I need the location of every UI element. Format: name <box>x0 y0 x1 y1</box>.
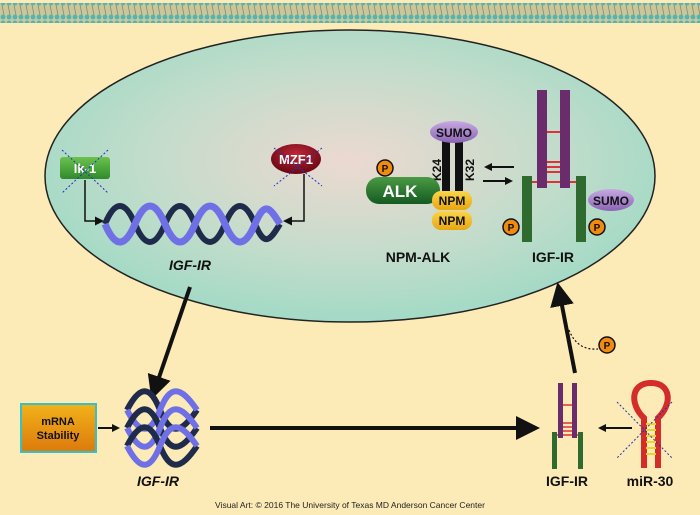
nuclear-import-arrow <box>550 282 577 374</box>
phosphate-icon: P <box>598 336 616 354</box>
mir30-hairpin-icon <box>616 379 673 468</box>
svg-text:Stability: Stability <box>37 430 81 442</box>
igf-ir-receptor-nuclear: P P SUMO <box>502 90 634 242</box>
svg-text:mRNA: mRNA <box>41 416 75 428</box>
igf-ir-gene-label: IGF-IR <box>169 257 212 273</box>
mzf1-arrow <box>283 174 305 226</box>
npm-alk-label: NPM-ALK <box>386 249 451 265</box>
igf-ir-nuclear-label: IGF-IR <box>532 249 574 265</box>
inhibition-cross-icon <box>61 149 109 194</box>
inhibition-cross-icon <box>616 401 673 459</box>
phosphate-icon: P <box>588 218 606 236</box>
igf-ir-gene-dna-icon <box>101 202 283 246</box>
phosphate-icon: P <box>376 159 394 177</box>
credit-text: Visual Art: © 2016 The University of Tex… <box>215 500 485 510</box>
svg-text:P: P <box>604 341 611 352</box>
mir30-label: miR-30 <box>627 473 674 489</box>
npm-label: NPM <box>439 194 466 208</box>
igf-ir-receptor-cytoplasmic <box>552 383 583 469</box>
sumo-label: SUMO <box>436 126 472 140</box>
mrna-stability-box: mRNA Stability <box>20 403 97 453</box>
ik1-factor: Ik-1 <box>60 149 110 194</box>
mzf1-label: MZF1 <box>279 152 313 167</box>
k24-label: K24 <box>430 159 444 181</box>
igf-ir-mrna-label: IGF-IR <box>137 473 180 489</box>
nucleus <box>44 29 656 323</box>
igf-ir-mrna-icon <box>124 388 200 468</box>
svg-text:P: P <box>594 223 601 234</box>
mrna-export-arrow <box>147 286 192 400</box>
alk-label: ALK <box>383 182 419 201</box>
sumo-label: SUMO <box>593 194 629 208</box>
ik1-arrow <box>84 180 104 226</box>
phosphate-icon: P <box>502 218 520 236</box>
svg-text:P: P <box>382 164 389 175</box>
npm-label: NPM <box>439 214 466 228</box>
svg-text:P: P <box>508 223 515 234</box>
cell-membrane <box>0 3 700 23</box>
mzf1-factor: MZF1 <box>271 144 323 187</box>
igf-ir-cytoplasmic-label: IGF-IR <box>546 473 588 489</box>
k32-label: K32 <box>463 159 477 181</box>
dephosphorylation-path <box>568 329 599 350</box>
npm-alk-complex: SUMO K24 K32 ALK NPM NPM P <box>366 121 478 230</box>
ik1-label: Ik-1 <box>74 161 96 176</box>
